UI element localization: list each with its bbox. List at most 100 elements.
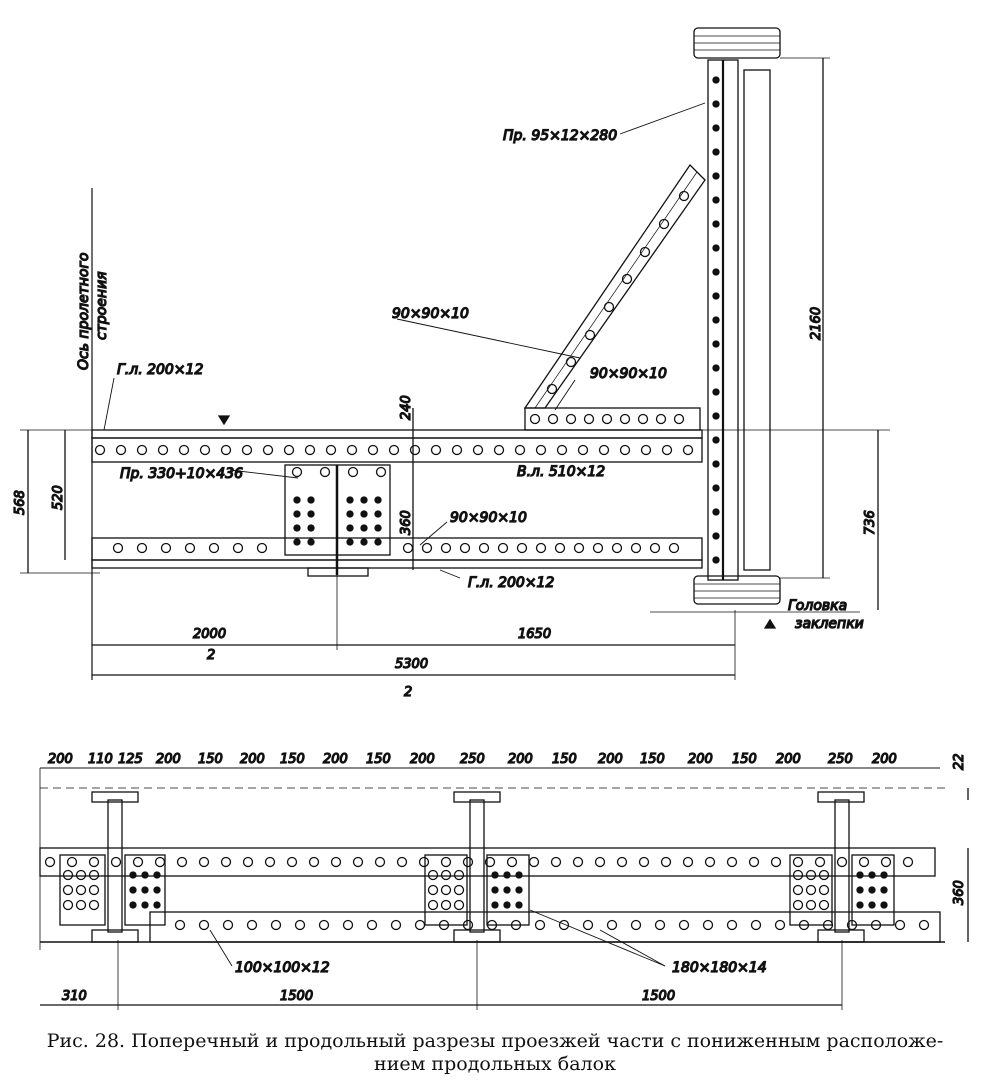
diagonal-brace <box>523 163 706 409</box>
dim-5300: 5300 <box>395 657 428 672</box>
bottom-rail-head <box>693 575 781 605</box>
rivet <box>154 856 166 868</box>
rivet <box>660 856 672 868</box>
rivet <box>503 871 511 879</box>
bottom-plate-label: Г.л. 200×12 <box>468 575 554 591</box>
dim-360: 360 <box>399 510 414 535</box>
rivet <box>304 444 316 456</box>
rivet <box>462 919 474 931</box>
rivet <box>558 919 570 931</box>
long-dim-label: 110 <box>88 752 113 767</box>
rivet <box>846 919 858 931</box>
rivet <box>554 542 566 554</box>
rivet <box>529 413 541 425</box>
rivet <box>640 444 652 456</box>
rivet <box>307 496 315 504</box>
caption-line-1: Рис. 28. Поперечный и продольный разрезы… <box>46 1030 944 1052</box>
rivet <box>110 856 122 868</box>
bottom-angle-label: 90×90×10 <box>450 510 527 526</box>
rivet <box>157 444 169 456</box>
axis-label-1: Ось пролетного <box>76 253 92 370</box>
cross-section: Ось пролетного строения <box>20 27 890 680</box>
long-dim-label: 200 <box>410 752 435 767</box>
dim-360-long: 360 <box>952 880 967 905</box>
top-web-strip <box>91 437 703 463</box>
axis-label-2: строения <box>94 271 110 340</box>
rivet <box>174 919 186 931</box>
rivet <box>129 871 137 879</box>
rivet <box>208 542 220 554</box>
gusset-top-label: Пр. 95×12×280 <box>503 128 617 144</box>
rivet <box>868 886 876 894</box>
rivet <box>360 538 368 546</box>
rivet <box>621 273 633 285</box>
caption-line-2: нием продольных балок <box>374 1053 616 1075</box>
rivet <box>630 919 642 931</box>
rivet <box>293 510 301 518</box>
dim-736: 736 <box>863 510 878 535</box>
splice-plate-label: Пр. 330+10×436 <box>120 466 243 482</box>
rivet <box>453 899 465 911</box>
rivet <box>141 871 149 879</box>
rivet <box>453 884 465 896</box>
rivet <box>242 856 254 868</box>
rivet <box>870 919 882 931</box>
rivet <box>430 444 442 456</box>
rivet <box>712 124 720 132</box>
rivet <box>750 919 762 931</box>
rivet <box>535 542 547 554</box>
rivet <box>704 856 716 868</box>
long-dim-label: 200 <box>48 752 73 767</box>
rivet <box>153 901 161 909</box>
rivet <box>726 919 738 931</box>
rivet <box>510 919 522 931</box>
rivet <box>682 856 694 868</box>
rivet <box>360 524 368 532</box>
dim-22: 22 <box>952 753 967 770</box>
rivet <box>584 329 596 341</box>
rivet <box>440 856 452 868</box>
rivet <box>894 919 906 931</box>
rivet <box>658 218 670 230</box>
angle-100-label: 100×100×12 <box>235 960 330 976</box>
rivet <box>836 856 848 868</box>
top-flange <box>91 429 703 439</box>
long-dim-label: 150 <box>280 752 305 767</box>
rivet <box>712 556 720 564</box>
rivet <box>668 542 680 554</box>
rivet <box>534 919 546 931</box>
rivet <box>918 919 930 931</box>
rivet <box>440 899 452 911</box>
rivet <box>346 510 354 518</box>
rivet <box>712 220 720 228</box>
rivet <box>421 542 433 554</box>
rivet <box>661 444 673 456</box>
rivet <box>360 510 368 518</box>
long-rail-1 <box>91 791 139 803</box>
rivet <box>75 899 87 911</box>
rivet <box>307 538 315 546</box>
long-dim-label: 150 <box>366 752 391 767</box>
long-dim-label: 200 <box>240 752 265 767</box>
rivet <box>491 886 499 894</box>
rivet <box>712 196 720 204</box>
rivet <box>655 413 667 425</box>
technical-drawing: Ось пролетного строения <box>12 27 969 1010</box>
rivet <box>438 919 450 931</box>
top-plate-label: Г.л. 200×12 <box>117 362 203 378</box>
rivet <box>409 444 421 456</box>
rivet <box>712 340 720 348</box>
rivet <box>868 901 876 909</box>
rivet <box>440 884 452 896</box>
rivet <box>493 444 505 456</box>
rivet <box>556 444 568 456</box>
rivet <box>491 871 499 879</box>
dim-2000: 2000 <box>193 627 226 642</box>
rivet <box>88 856 100 868</box>
bottom-web-strip <box>91 537 703 561</box>
rivet <box>792 856 804 868</box>
rivet <box>291 466 303 478</box>
rivet <box>528 856 540 868</box>
rivet <box>712 148 720 156</box>
